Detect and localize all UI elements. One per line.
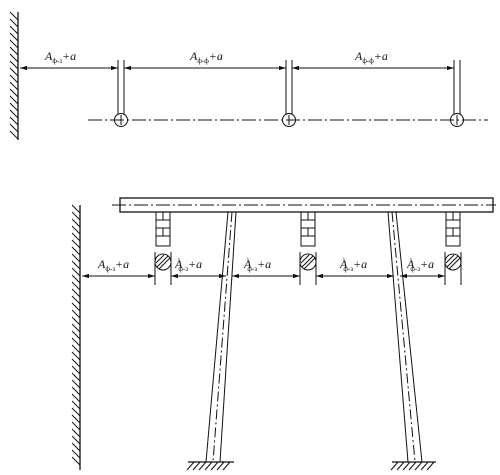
support-pole-right — [387, 211, 436, 471]
bottom-figure: Aф-з+a A1ф-з+a A1ф-з+a A1ф-з+a A1ф-з+a — [71, 197, 496, 471]
support-pole-left — [186, 211, 237, 471]
top-wall — [9, 11, 19, 140]
top-conductor-1 — [114, 60, 128, 127]
busbar-3 — [444, 253, 462, 271]
top-figure: Aф-з+a Aф-ф+a Aф-ф+a — [9, 11, 488, 140]
bottom-dim-label-1: Aф-з+a — [97, 257, 129, 273]
busbar-1 — [154, 253, 172, 271]
insulator-3 — [445, 211, 461, 247]
top-dim-label-3: Aф-ф+a — [354, 49, 388, 65]
top-dim-label-2: Aф-ф+a — [189, 49, 223, 65]
cross-beam — [112, 197, 496, 213]
top-conductor-3 — [450, 60, 464, 127]
top-conductor-2 — [282, 60, 296, 127]
busbar-2 — [299, 253, 317, 271]
insulator-2 — [300, 211, 316, 247]
bottom-wall — [71, 204, 81, 470]
top-dim-label-1: Aф-з+a — [44, 49, 76, 65]
insulator-1 — [155, 211, 171, 247]
